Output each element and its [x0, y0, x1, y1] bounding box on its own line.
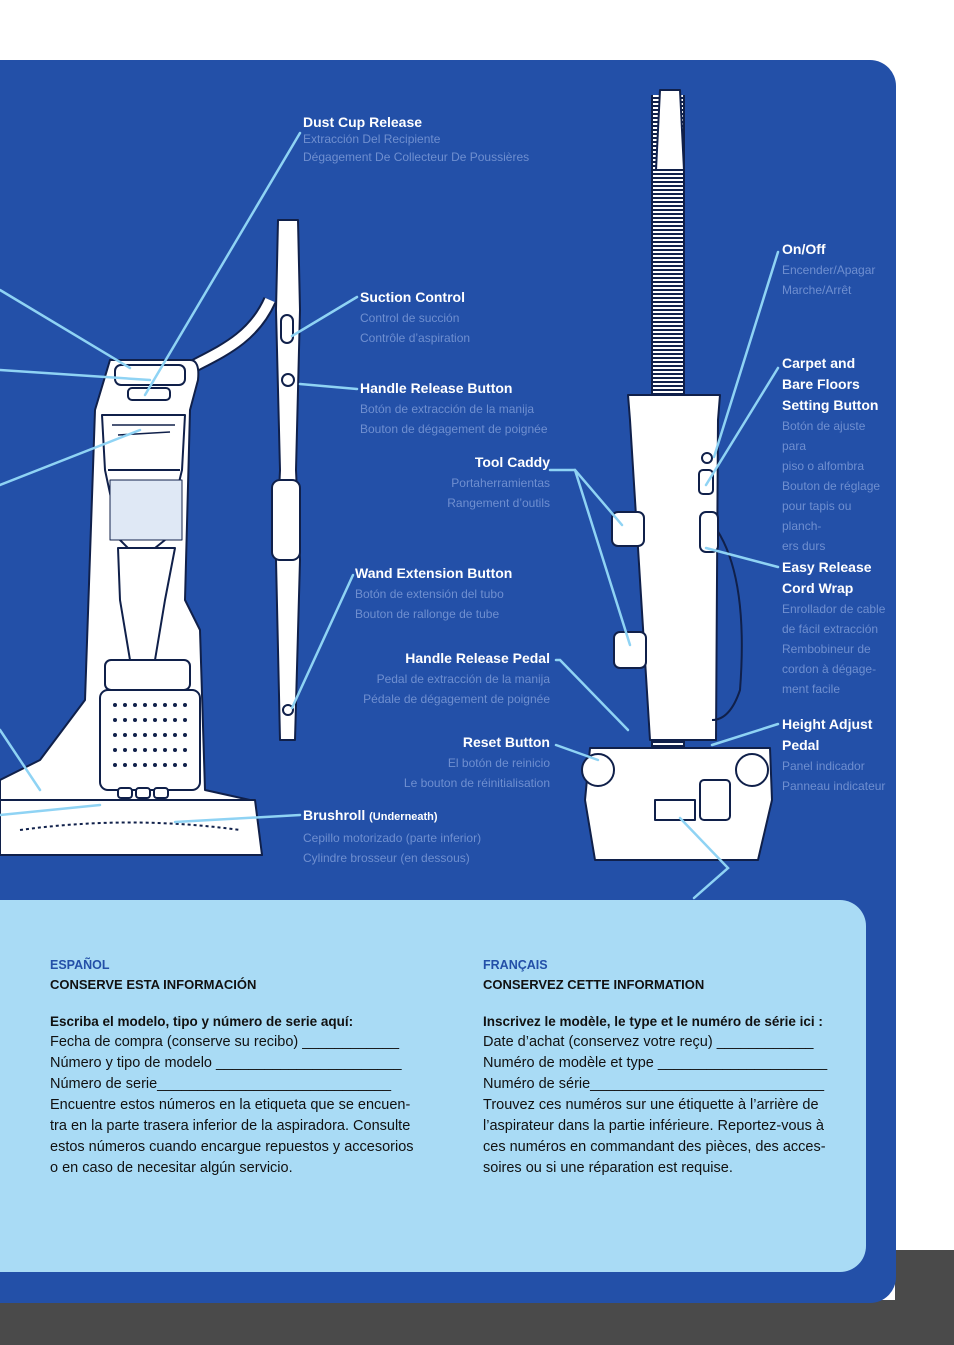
page-tab: [895, 1250, 954, 1310]
espanol-para-1: Encuentre estos números en la etiqueta q…: [50, 1097, 411, 1113]
espanol-line-purchase-date: Fecha de compra (conserve su recibo) ___…: [50, 1034, 400, 1050]
carpet-fr-3: ers durs: [782, 539, 826, 553]
label-suction-control: Suction Control Control de succión Contr…: [360, 287, 470, 348]
wand-extension-es: Botón de extensión del tubo: [355, 587, 504, 601]
on-off-fr: Marche/Arrêt: [782, 283, 852, 297]
cord-wrap-fr-2: cordon à dégage-: [782, 662, 877, 676]
on-off-title: On/Off: [782, 241, 826, 257]
tool-caddy-fr: Rangement d’outils: [447, 496, 550, 510]
espanol-para-2: tra en la parte trasera inferior de la a…: [50, 1118, 411, 1134]
label-height-adjust: Height Adjust Pedal Panel indicador Pann…: [782, 714, 892, 796]
suction-control-fr: Contrôle d’aspiration: [360, 331, 471, 345]
cord-wrap-title-1: Easy Release: [782, 559, 872, 575]
reset-title: Reset Button: [462, 734, 550, 750]
francais-para-3: ces numéros en commandant des pièces, de…: [483, 1139, 826, 1155]
espanol-lang: ESPAÑOL: [50, 958, 110, 972]
label-dust-cup-release: Dust Cup Release Extracción Del Recipien…: [303, 112, 529, 167]
reset-es: El botón de reinicio: [447, 756, 550, 770]
label-carpet-bare-floors: Carpet and Bare Floors Setting Button Bo…: [782, 353, 892, 556]
espanol-heading: CONSERVE ESTA INFORMACIÓN: [50, 977, 257, 992]
handle-release-button-title: Handle Release Button: [360, 380, 513, 396]
espanol-para-4: o en caso de necesitar algún servicio.: [50, 1160, 293, 1176]
carpet-title-3: Setting Button: [782, 397, 879, 413]
cord-wrap-title-2: Cord Wrap: [782, 580, 854, 596]
handle-release-button-es: Botón de extracción de la manija: [360, 402, 535, 416]
francais-column: FRANÇAIS CONSERVEZ CETTE INFORMATION Ins…: [483, 955, 863, 1179]
brushroll-es: Cepillo motorizado (parte inferior): [303, 831, 482, 845]
brushroll-title: Brushroll: [303, 807, 366, 823]
carpet-fr-2: pour tapis ou planch-: [782, 499, 852, 533]
suction-control-title: Suction Control: [360, 289, 465, 305]
carpet-title-1: Carpet and: [782, 355, 856, 371]
label-wand-extension-button: Wand Extension Button Botón de extensión…: [355, 563, 512, 624]
height-adjust-fr: Panneau indicateur: [782, 779, 886, 793]
carpet-fr-1: Bouton de réglage: [782, 479, 881, 493]
carpet-es-2: piso o alfombra: [782, 459, 865, 473]
francais-para-2: l’aspirateur dans la partie inférieure. …: [483, 1118, 824, 1134]
front-nozzle: [0, 799, 263, 856]
dust-cup-release-fr: Dégagement De Collecteur De Poussières: [303, 150, 530, 164]
francais-line-model: Numéro de modèle et type _______________…: [483, 1055, 828, 1071]
handle-release-button-fr: Bouton de dégagement de poignée: [360, 422, 548, 436]
label-handle-release-button: Handle Release Button Botón de extracció…: [360, 378, 548, 439]
cord-wrap-fr-3: ment facile: [782, 682, 841, 696]
wand-extension-fr: Bouton de rallonge de tube: [355, 607, 500, 621]
brushroll-fr: Cylindre brosseur (en dessous): [303, 851, 470, 865]
back-body: [627, 394, 721, 741]
francais-heading: CONSERVEZ CETTE INFORMATION: [483, 977, 705, 992]
wand-extension-title: Wand Extension Button: [355, 565, 513, 581]
on-off-es: Encender/Apagar: [782, 263, 876, 277]
label-reset-button: Reset Button El botón de reinicio Le bou…: [380, 732, 550, 793]
label-handle-release-pedal: Handle Release Pedal Pedal de extracción…: [340, 648, 550, 709]
suction-control-es: Control de succión: [360, 311, 460, 325]
espanol-para-3: estos números cuando encargue repuestos …: [50, 1139, 414, 1155]
espanol-instruction: Escriba el modelo, tipo y número de seri…: [50, 1014, 354, 1029]
carpet-es-1: Botón de ajuste para: [782, 419, 866, 453]
label-on-off: On/Off Encender/Apagar Marche/Arrêt: [782, 239, 875, 300]
label-brushroll: Brushroll (Underneath) Cepillo motorizad…: [303, 805, 481, 868]
tool-caddy-title: Tool Caddy: [474, 454, 550, 470]
espanol-line-serial: Número de serie_________________________…: [50, 1076, 392, 1092]
francais-para-1: Trouvez ces numéros sur une étiquette à …: [483, 1097, 819, 1113]
tool-caddy-es: Portaherramientas: [451, 476, 550, 490]
francais-line-purchase-date: Date d’achat (conservez votre reçu) ____…: [483, 1034, 814, 1050]
reset-fr: Le bouton de réinitialisation: [403, 776, 550, 790]
espanol-column: ESPAÑOL CONSERVE ESTA INFORMACIÓN Escrib…: [50, 955, 430, 1179]
height-adjust-es: Panel indicador: [782, 759, 865, 773]
francais-lang: FRANÇAIS: [483, 958, 548, 972]
francais-instruction: Inscrivez le modèle, le type et le numér…: [483, 1014, 823, 1029]
cord-wrap-es-1: Enrollador de cable: [782, 602, 886, 616]
brushroll-note: (Underneath): [369, 811, 438, 823]
bottom-dark-strip: [0, 1300, 954, 1345]
francais-para-4: soires ou si une réparation est requise.: [483, 1160, 733, 1176]
height-adjust-title-1: Height Adjust: [782, 716, 873, 732]
label-cord-wrap: Easy Release Cord Wrap Enrollador de cab…: [782, 557, 892, 699]
dust-cup-release-title: Dust Cup Release: [303, 114, 423, 130]
label-tool-caddy: Tool Caddy Portaherramientas Rangement d…: [400, 452, 550, 513]
espanol-line-model: Número y tipo de modelo ________________…: [50, 1055, 402, 1071]
leader-lines: [0, 131, 780, 900]
handle-release-pedal-fr: Pédale de dégagement de poignée: [363, 692, 550, 706]
carpet-title-2: Bare Floors: [782, 376, 860, 392]
cord-wrap-es-2: de fácil extracción: [782, 622, 879, 636]
handle-release-pedal-title: Handle Release Pedal: [405, 650, 550, 666]
dust-cup-release-es: Extracción Del Recipiente: [303, 132, 441, 146]
height-adjust-title-2: Pedal: [782, 737, 820, 753]
handle-release-pedal-es: Pedal de extracción de la manija: [376, 672, 550, 686]
francais-line-serial: Numéro de série_________________________…: [483, 1076, 825, 1092]
cord-wrap-fr-1: Rembobineur de: [782, 642, 871, 656]
info-panel: [0, 900, 866, 1272]
